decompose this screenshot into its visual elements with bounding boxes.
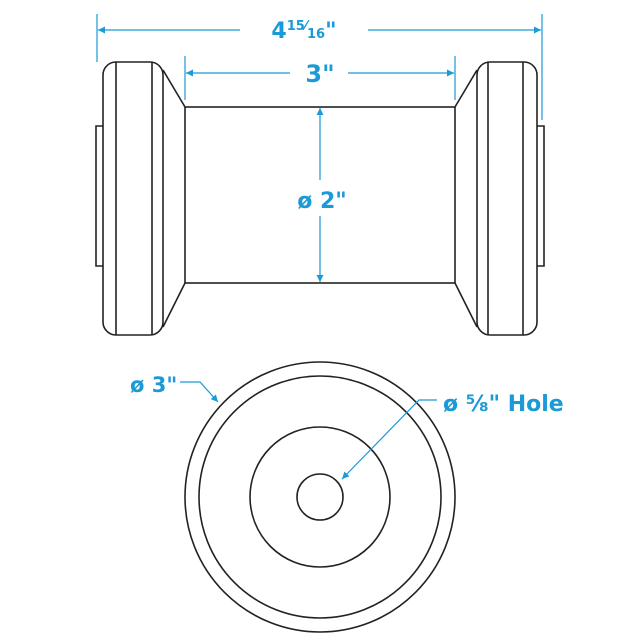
end-view <box>184 361 456 633</box>
right-wheel <box>476 61 538 336</box>
roller-body <box>184 106 456 284</box>
rim-circle <box>198 375 442 619</box>
side-view <box>95 61 545 336</box>
hole-circle <box>296 473 344 521</box>
hole-label: ø ⅝" Hole <box>443 392 564 417</box>
body-length-label: 3" <box>305 60 334 88</box>
left-stub <box>95 125 103 267</box>
overall-length-label: 415⁄16" <box>271 19 336 44</box>
left-wheel <box>102 61 164 336</box>
hub-circle <box>249 426 391 568</box>
outer-diameter-label: ø 3" <box>130 373 177 397</box>
right-stub <box>537 125 545 267</box>
hole-leader <box>341 399 437 480</box>
left-flare <box>162 69 186 328</box>
right-flare <box>454 69 478 328</box>
outer-diameter-leader <box>180 381 219 403</box>
body-diameter-label: ø 2" <box>297 189 347 214</box>
outer-circle <box>184 361 456 633</box>
